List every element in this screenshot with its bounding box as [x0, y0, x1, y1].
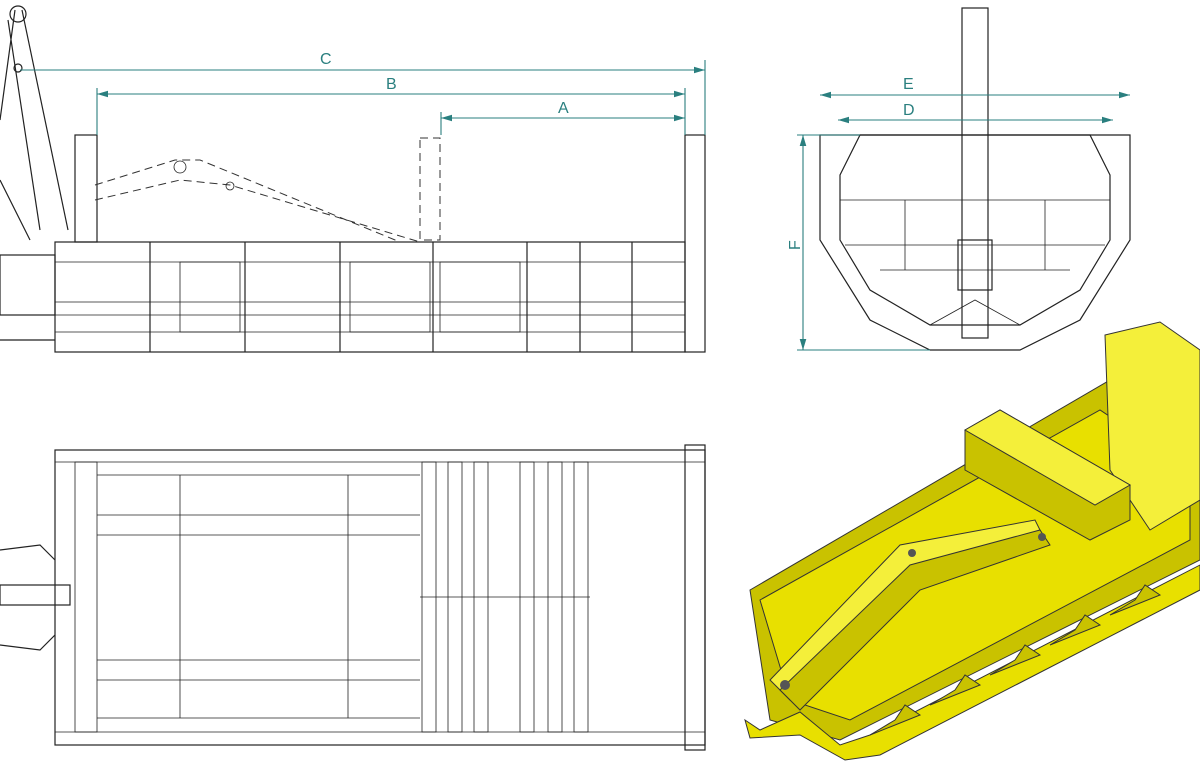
side-view — [0, 5, 706, 353]
front-view: E D F — [787, 7, 1131, 351]
dimension-c-label: C — [320, 51, 332, 68]
dimension-a-label: A — [558, 100, 569, 117]
dimension-d-label: D — [903, 102, 915, 119]
top-view — [0, 444, 706, 751]
dimension-e-label: E — [903, 76, 914, 93]
side-dimensions: C B A — [20, 51, 706, 135]
isometric-view — [744, 321, 1200, 761]
dimension-f-label: F — [787, 240, 804, 250]
dimension-b-label: B — [386, 76, 397, 93]
